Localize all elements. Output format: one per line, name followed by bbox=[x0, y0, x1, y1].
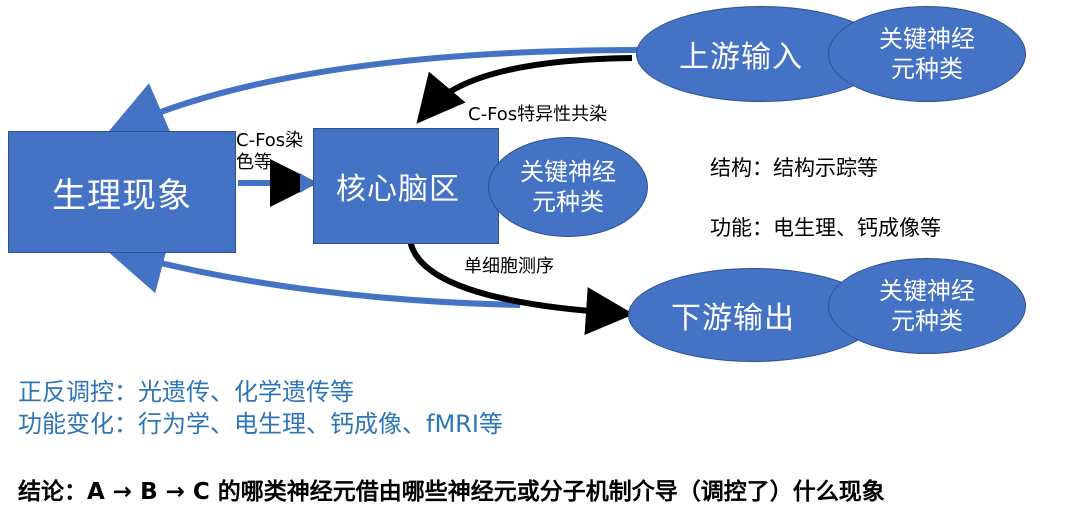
node-downstream: 下游输出 bbox=[628, 268, 878, 362]
downstream-key-neuron-line2: 元种类 bbox=[891, 307, 963, 335]
edge-label-single-cell: 单细胞测序 bbox=[464, 256, 554, 277]
node-core-key-neuron: 关键神经 元种类 bbox=[488, 137, 648, 237]
edge-label-cfos: C-Fos染 色等 bbox=[236, 130, 303, 174]
node-physio-label: 生理现象 bbox=[52, 175, 192, 216]
conclusion-text: 结论：A → B → C 的哪类神经元借由哪些神经元或分子机制介导（调控了）什么… bbox=[18, 479, 885, 505]
upstream-key-neuron-line1: 关键神经 bbox=[879, 25, 975, 53]
arrow-physio-to-core-head bbox=[300, 173, 316, 193]
annotation-function: 功能：电生理、钙成像等 bbox=[710, 216, 941, 240]
note-regulation: 正反调控：光遗传、化学遗传等 bbox=[18, 378, 354, 406]
upstream-key-neuron-line2: 元种类 bbox=[891, 55, 963, 83]
node-upstream-label: 上游输入 bbox=[679, 40, 803, 75]
annotation-structure: 结构：结构示踪等 bbox=[710, 156, 878, 180]
arrow-downstream-to-physio bbox=[104, 235, 521, 308]
node-core: 核心脑区 bbox=[313, 128, 499, 244]
node-upstream-key-neuron: 关键神经 元种类 bbox=[828, 6, 1026, 102]
note-function-change: 功能变化：行为学、电生理、钙成像、fMRI等 bbox=[18, 410, 503, 438]
arrow-upstream-to-core bbox=[416, 55, 633, 124]
node-core-label: 核心脑区 bbox=[336, 172, 460, 207]
edge-label-cfos-line1: C-Fos染 bbox=[236, 130, 304, 151]
arrow-core-to-downstream bbox=[407, 239, 634, 335]
edge-label-cfos-line2: 色等 bbox=[236, 152, 272, 173]
node-downstream-label: 下游输出 bbox=[671, 301, 795, 336]
edge-label-cfos-specific: C-Fos特异性共染 bbox=[468, 104, 608, 125]
core-key-neuron-line2: 元种类 bbox=[532, 188, 604, 216]
core-key-neuron-line1: 关键神经 bbox=[520, 158, 616, 186]
arrow-upstream-to-physio bbox=[105, 47, 641, 139]
downstream-key-neuron-line1: 关键神经 bbox=[879, 277, 975, 305]
node-downstream-key-neuron: 关键神经 元种类 bbox=[828, 258, 1026, 354]
node-physio: 生理现象 bbox=[8, 131, 236, 253]
